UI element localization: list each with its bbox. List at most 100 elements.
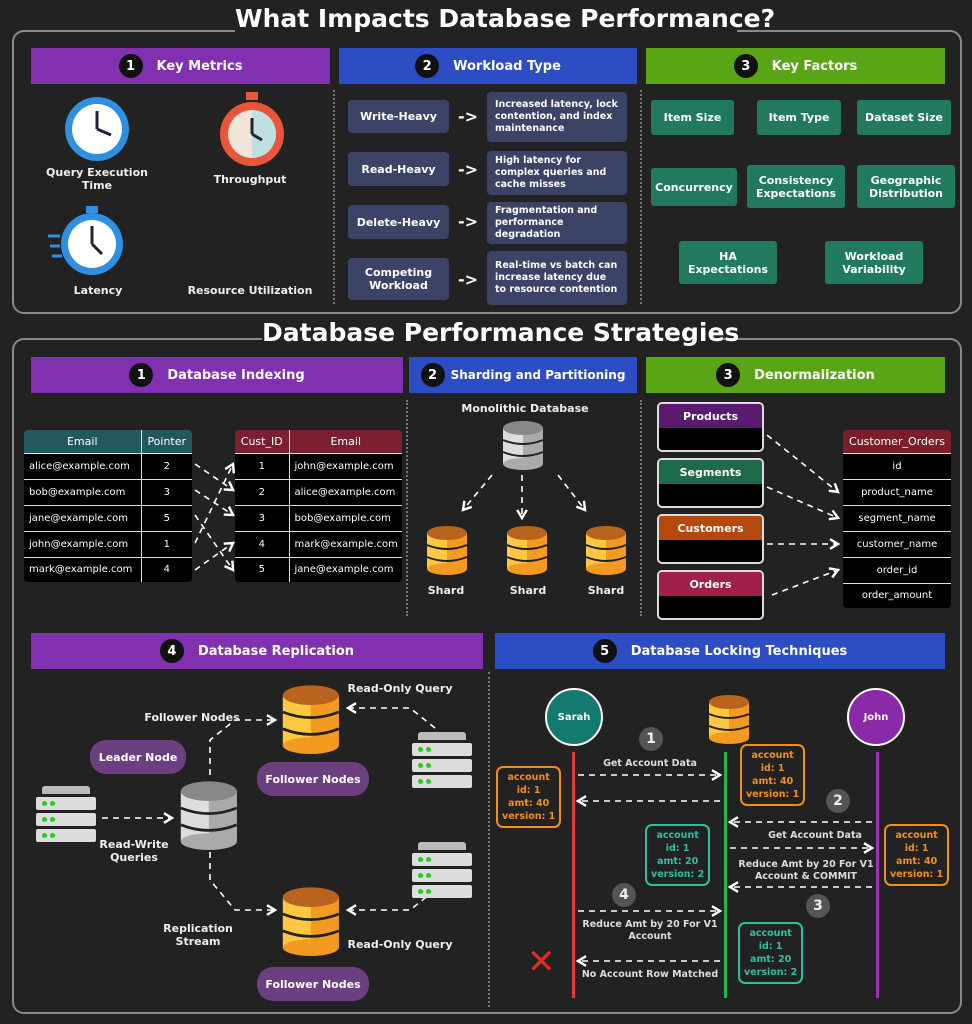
db-lifeline xyxy=(724,752,727,998)
msg-get-account-2: Get Account Data xyxy=(768,830,862,841)
monolithic-label: Monolithic Database xyxy=(461,402,589,415)
sharding-header: 2 Sharding and Partitioning xyxy=(409,357,637,393)
msg-reduce-sarah: Reduce Amt by 20 For V1 Account xyxy=(582,919,718,942)
table-cell: 4 xyxy=(235,530,290,558)
workload-write-effect: Increased latency, lock contention, and … xyxy=(487,92,627,142)
table-cell: 2 xyxy=(140,452,192,480)
workload-type-header: 2 Workload Type xyxy=(339,48,637,84)
acc-line: account xyxy=(507,772,550,783)
customers-table: Customers xyxy=(657,514,764,564)
arrow-icon: -> xyxy=(458,160,479,179)
table-cell: 2 xyxy=(235,478,290,506)
sarah-avatar: Sarah xyxy=(545,688,603,746)
step-badge: 1 xyxy=(639,727,663,751)
workload-read-heavy: Read-Heavy xyxy=(348,152,449,186)
acc-line: account xyxy=(656,830,699,841)
table-cell: alice@example.com xyxy=(24,452,142,480)
step-badge: 2 xyxy=(826,789,850,813)
table-cell: customer_name xyxy=(843,530,951,558)
strategies-title: Database Performance Strategies xyxy=(262,318,740,347)
john-avatar: John xyxy=(847,688,905,746)
acc-line: id: 1 xyxy=(516,785,541,796)
table-cell: john@example.com xyxy=(24,530,142,558)
table-title: Orders xyxy=(659,572,762,596)
table-cell: bob@example.com xyxy=(288,504,402,532)
table-cell: 3 xyxy=(235,504,290,532)
num-badge: 3 xyxy=(733,54,758,78)
table-cell: jane@example.com xyxy=(24,504,142,532)
table-title: Products xyxy=(659,404,762,428)
factor-ha: HA Expectations xyxy=(679,241,777,284)
acc-line: account xyxy=(749,928,792,939)
shard-icon xyxy=(425,525,469,579)
replication-stream-label: Replication Stream xyxy=(163,922,233,948)
num-badge: 2 xyxy=(420,363,445,387)
sarah-lifeline xyxy=(572,752,575,998)
leader-database-icon xyxy=(178,780,240,854)
metric-resource-utilization: Resource Utilization xyxy=(187,284,313,297)
table-row: product_name xyxy=(843,478,951,506)
table-cell: alice@example.com xyxy=(288,478,402,506)
factor-item-size: Item Size xyxy=(651,100,734,135)
table-cell: order_id xyxy=(843,556,951,584)
table-cell: 1 xyxy=(140,530,192,558)
follower-database-icon xyxy=(280,684,342,758)
read-write-label: Read-Write Queries xyxy=(99,838,169,864)
num-badge: 1 xyxy=(118,54,143,78)
col-header: Email xyxy=(288,430,402,454)
header-label: Workload Type xyxy=(453,58,561,74)
acc-line: amt: 20 xyxy=(657,856,699,867)
header-label: Sharding and Partitioning xyxy=(450,368,626,382)
header-label: Database Locking Techniques xyxy=(630,643,848,659)
divider xyxy=(640,90,642,304)
shard-label: Shard xyxy=(427,584,465,597)
table-cell: id xyxy=(843,452,951,480)
table-row: id xyxy=(843,452,951,480)
table-cell: 4 xyxy=(140,556,192,582)
step-badge: 3 xyxy=(806,894,830,918)
shard-label: Shard xyxy=(509,584,547,597)
acc-line: amt: 40 xyxy=(896,856,938,867)
num-badge: 2 xyxy=(415,54,440,78)
table-cell: segment_name xyxy=(843,504,951,532)
col-header: Customer_Orders xyxy=(843,430,951,454)
table-cell: jane@example.com xyxy=(288,556,402,582)
fast-stopwatch-icon xyxy=(48,206,123,275)
table-cell: bob@example.com xyxy=(24,478,142,506)
leader-node-pill: Leader Node xyxy=(90,740,186,774)
num-badge: 1 xyxy=(129,363,154,387)
stopwatch-icon xyxy=(220,92,284,166)
database-icon xyxy=(707,694,751,748)
msg-no-match: No Account Row Matched xyxy=(581,969,719,980)
table-cell: 1 xyxy=(235,452,290,480)
col-header: Email xyxy=(24,430,142,454)
shard-icon xyxy=(584,525,628,579)
acc-line: id: 1 xyxy=(760,763,785,774)
acc-line: id: 1 xyxy=(904,843,929,854)
follower-nodes-pill: Follower Nodes xyxy=(257,762,369,796)
acc-line: id: 1 xyxy=(758,941,783,952)
arrow-icon: -> xyxy=(458,107,479,126)
col-header: Cust_ID xyxy=(235,430,290,454)
table-cell: mark@example.com xyxy=(288,530,402,558)
table-cell: product_name xyxy=(843,478,951,506)
server-icon xyxy=(412,732,472,788)
acc-line: amt: 20 xyxy=(750,954,792,965)
read-only-label: Read-Only Query xyxy=(347,682,453,695)
